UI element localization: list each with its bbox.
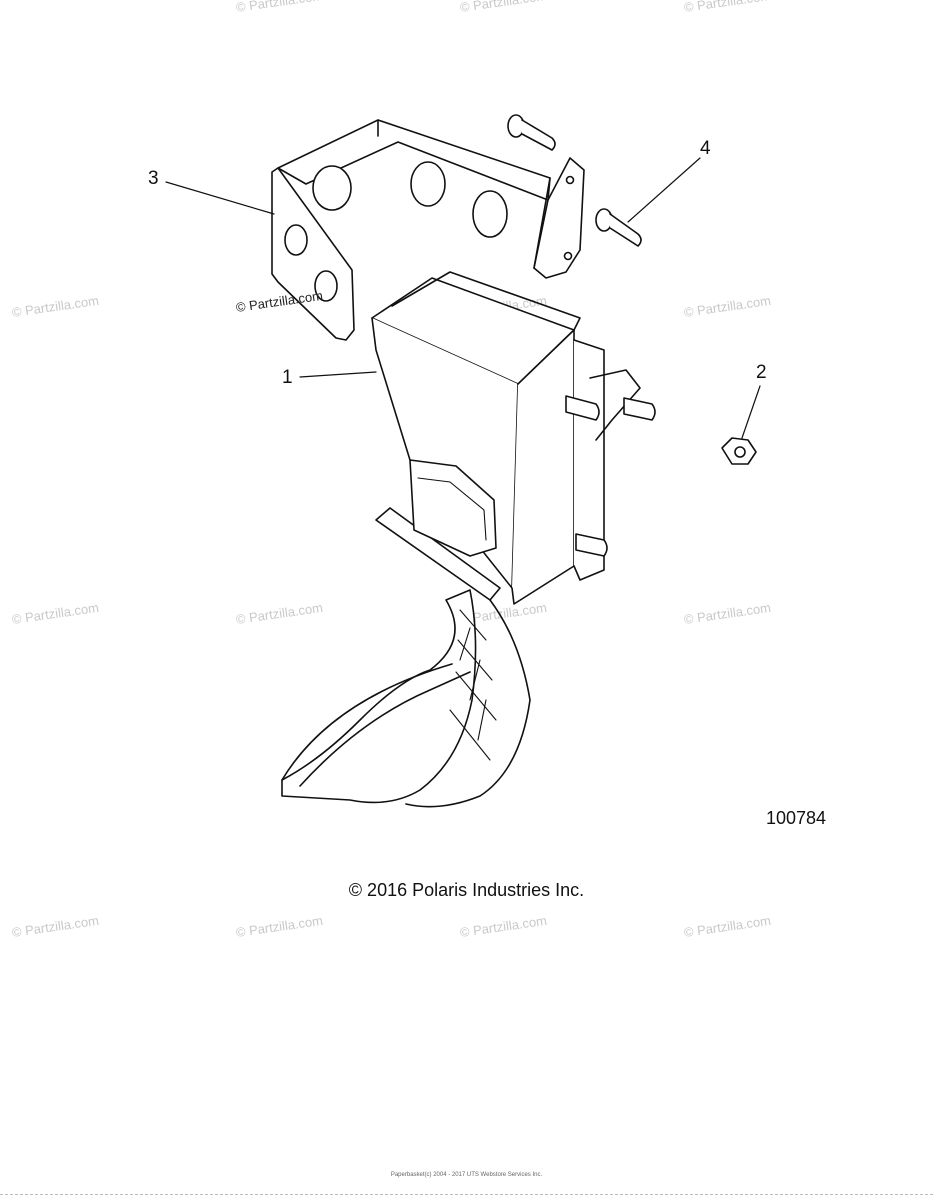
- pin-lower: [595, 208, 642, 247]
- callout-number-1: 1: [282, 367, 293, 388]
- bracket-hole: [284, 224, 308, 256]
- bracket-hole: [472, 190, 508, 238]
- bracket-small-hole: [565, 175, 575, 185]
- bracket-hole: [410, 161, 446, 207]
- stud-lower: [575, 533, 608, 557]
- footer-credit: Paperbasket(c) 2004 - 2017 UTS Webstore …: [390, 1172, 543, 1178]
- bracket-hole: [314, 270, 338, 302]
- copyright-notice: © 2016 Polaris Industries Inc.: [348, 880, 585, 900]
- stud-upper-left: [565, 395, 600, 421]
- bracket-hole: [312, 165, 352, 211]
- callout-number-2: 2: [756, 362, 767, 383]
- callout-number-4: 4: [700, 138, 711, 159]
- pin-upper: [507, 114, 556, 151]
- callout-number-3: 3: [148, 168, 159, 189]
- bottom-divider: [0, 1194, 933, 1195]
- hex-nut: [721, 437, 757, 465]
- stud-upper-right: [623, 397, 656, 421]
- mounting-bracket: [271, 119, 585, 341]
- bracket-small-hole: [563, 251, 573, 261]
- figure-number: 100784: [766, 808, 827, 828]
- callout-leader-4: [627, 157, 701, 223]
- callout-leader-1: [299, 371, 377, 378]
- accelerator-pedal: [281, 271, 656, 808]
- callout-leader-2: [741, 385, 761, 439]
- callout-leader-3: [165, 181, 275, 215]
